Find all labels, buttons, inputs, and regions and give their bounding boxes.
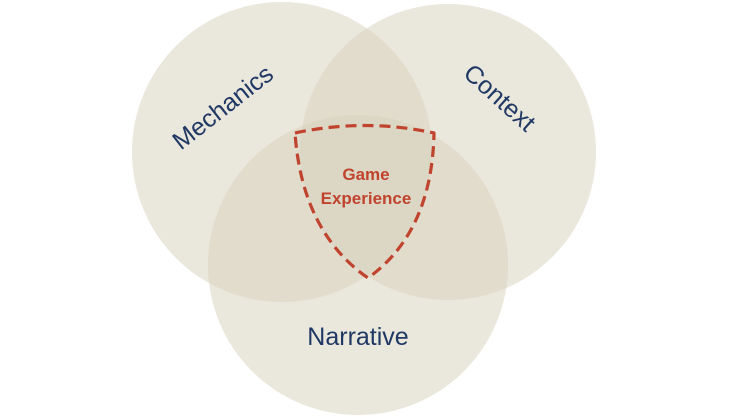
game-experience-label-line2: Experience: [321, 189, 412, 208]
narrative-label: Narrative: [307, 323, 408, 351]
game-experience-outline: [293, 123, 436, 280]
game-experience-label-line1: Game: [342, 165, 389, 184]
narrative-circle: [208, 115, 508, 415]
